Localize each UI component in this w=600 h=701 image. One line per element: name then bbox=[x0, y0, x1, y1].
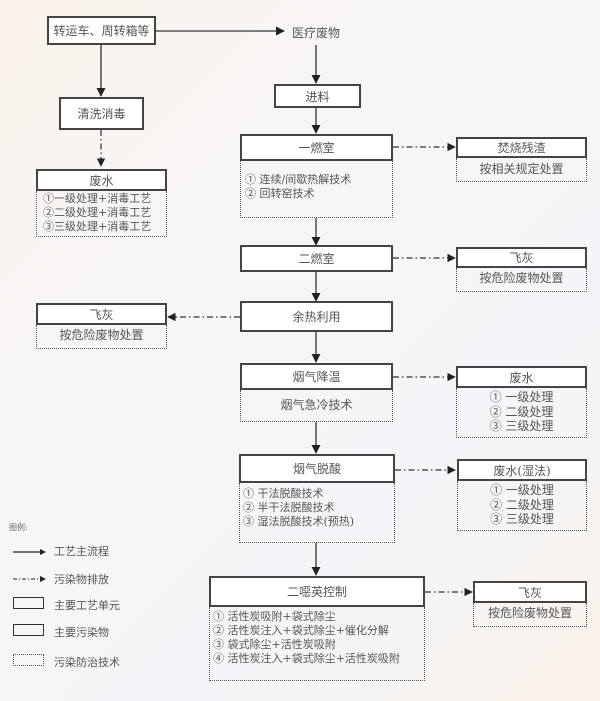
deacidification-techniques: ① 干法脱酸技术 ② 半干法脱酸技术 ③ 湿法脱酸技术(预热) bbox=[239, 483, 395, 543]
cooling-wastewater-techniques: ① 一级处理 ② 二级处理 ③ 三级处理 bbox=[456, 388, 587, 438]
heat-recovery-label: 余热利用 bbox=[292, 310, 341, 324]
technique-item: ①一级处理+消毒工艺 bbox=[43, 192, 152, 205]
residue-label: 焚烧残渣 bbox=[497, 141, 546, 155]
disposal-text: 按危险废物处置 bbox=[479, 271, 564, 285]
dioxin-control-box: 二噁英控制 bbox=[209, 576, 425, 607]
legend-dashdot-arrow-icon bbox=[13, 576, 46, 582]
deacidification-label: 烟气脱酸 bbox=[292, 462, 341, 476]
deacid-wastewater-box: 废水(湿法) bbox=[457, 459, 587, 481]
technique-item: ① 活性炭吸附+袋式除尘 bbox=[213, 610, 336, 623]
dioxin-control-label: 二噁英控制 bbox=[286, 585, 347, 599]
legend-label: 主要工艺单元 bbox=[54, 599, 120, 612]
legend-solid-arrow-icon bbox=[13, 549, 46, 555]
legend-label: 污染防治技术 bbox=[54, 656, 120, 669]
technique-item: ③ 袋式除尘+活性炭吸附 bbox=[213, 638, 336, 651]
primary-chamber-label: 一燃室 bbox=[298, 141, 335, 155]
residue-disposal: 按相关规定处置 bbox=[456, 158, 587, 182]
residue-box: 焚烧残渣 bbox=[456, 137, 587, 158]
legend-dotted-box-icon bbox=[13, 654, 44, 666]
gas-cooling-box: 烟气降温 bbox=[240, 363, 393, 390]
primary-chamber-techniques: ① 连续/间歇热解技术 ② 回转窑技术 bbox=[240, 161, 393, 218]
cleaning-wastewater-techniques: ①一级处理+消毒工艺 ②二级处理+消毒工艺 ③三级处理+消毒工艺 bbox=[36, 191, 167, 237]
technique-item: ④ 活性炭注入+袋式除尘+活性炭吸附 bbox=[213, 652, 400, 665]
legend-label: 主要污染物 bbox=[54, 626, 109, 639]
gas-cooling-label: 烟气降温 bbox=[292, 370, 341, 384]
dioxin-control-techniques: ① 活性炭吸附+袋式除尘 ② 活性炭注入+袋式除尘+催化分解 ③ 袋式除尘+活性… bbox=[209, 607, 425, 681]
technique-item: ② 二级处理 bbox=[490, 497, 554, 512]
heat-recovery-box: 余热利用 bbox=[240, 301, 393, 332]
fly-ash-box-1: 飞灰 bbox=[456, 247, 587, 268]
legend-label: 工艺主流程 bbox=[54, 545, 109, 558]
technique-item: ① 干法脱酸技术 bbox=[243, 487, 324, 500]
fly-ash-disposal-1: 按危险废物处置 bbox=[456, 268, 587, 292]
technique-item: ② 二级处理 bbox=[489, 404, 554, 419]
wastewater-label: 废水 bbox=[509, 370, 534, 385]
secondary-chamber-box: 二燃室 bbox=[240, 245, 393, 272]
primary-chamber-box: 一燃室 bbox=[240, 134, 393, 161]
deacidification-box: 烟气脱酸 bbox=[239, 454, 395, 483]
cleaning-label: 清洗消毒 bbox=[77, 107, 126, 121]
technique-item: ②二级处理+消毒工艺 bbox=[43, 206, 152, 219]
gas-cooling-techniques: 烟气急冷技术 bbox=[240, 390, 393, 422]
fly-ash-label: 飞灰 bbox=[517, 585, 542, 600]
technique-item: 烟气急冷技术 bbox=[280, 398, 353, 412]
technique-item: ③三级处理+消毒工艺 bbox=[43, 220, 152, 233]
technique-item: ② 活性炭注入+袋式除尘+催化分解 bbox=[213, 624, 389, 637]
fly-ash-disposal-3: 按危险废物处置 bbox=[473, 603, 587, 627]
feeding-box: 进料 bbox=[274, 84, 361, 108]
medical-waste-label: 医疗废物 bbox=[292, 26, 341, 40]
source-label: 转运车、周转箱等 bbox=[53, 24, 150, 38]
technique-item: ③ 湿法脱酸技术(预热) bbox=[243, 515, 355, 528]
technique-item: ② 半干法脱酸技术 bbox=[243, 501, 335, 514]
technique-item: ③ 三级处理 bbox=[490, 512, 554, 526]
technique-item: ① 连续/间歇热解技术 bbox=[245, 173, 352, 186]
legend-label: 污染物排放 bbox=[54, 573, 109, 586]
fly-ash-box-2: 飞灰 bbox=[36, 303, 167, 325]
technique-item: ② 回转窑技术 bbox=[245, 187, 315, 200]
feeding-label: 进料 bbox=[305, 89, 330, 104]
source-box: 转运车、周转箱等 bbox=[47, 16, 156, 45]
cleaning-wastewater-title: 废水 bbox=[36, 169, 167, 191]
cleaning-wastewater-title-text: 废水 bbox=[89, 173, 114, 188]
fly-ash-box-3: 飞灰 bbox=[473, 581, 587, 603]
technique-item: ③ 三级处理 bbox=[489, 419, 554, 433]
legend-process-box-icon bbox=[13, 597, 44, 609]
disposal-text: 按危险废物处置 bbox=[59, 328, 144, 342]
deacid-wastewater-techniques: ① 一级处理 ② 二级处理 ③ 三级处理 bbox=[457, 481, 587, 531]
fly-ash-label: 飞灰 bbox=[509, 251, 534, 265]
secondary-chamber-label: 二燃室 bbox=[298, 252, 335, 266]
technique-item: ① 一级处理 bbox=[490, 483, 554, 497]
disposal-text: 按相关规定处置 bbox=[479, 162, 564, 176]
cleaning-box: 清洗消毒 bbox=[59, 97, 144, 130]
technique-item: ① 一级处理 bbox=[489, 390, 554, 404]
fly-ash-disposal-2: 按危险废物处置 bbox=[36, 325, 167, 349]
legend-title: 图例: bbox=[9, 523, 28, 532]
legend-pollutant-box-icon bbox=[13, 624, 44, 636]
wastewater-label: 废水(湿法) bbox=[493, 463, 551, 478]
cooling-wastewater-box: 废水 bbox=[456, 366, 587, 388]
fly-ash-label: 飞灰 bbox=[89, 307, 114, 322]
disposal-text: 按危险废物处置 bbox=[487, 606, 572, 620]
